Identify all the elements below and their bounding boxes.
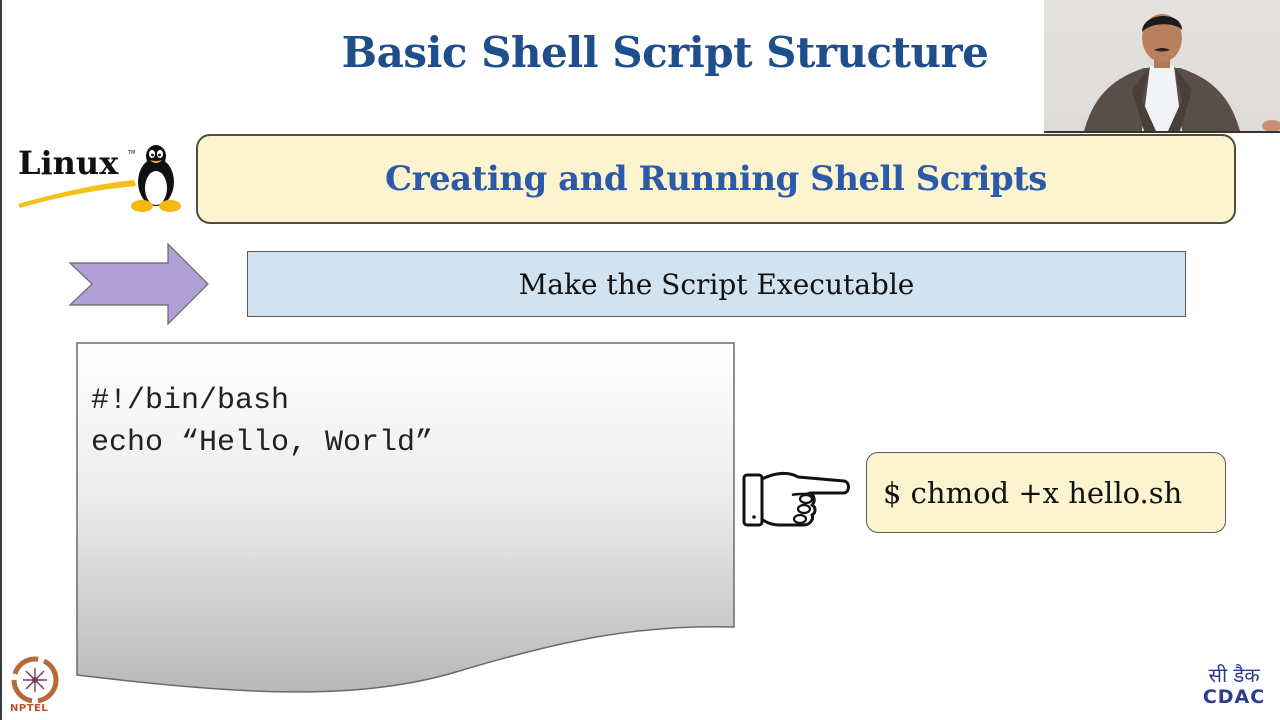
cdac-hindi-text: सी डैक <box>1208 663 1260 687</box>
right-arrow-icon <box>68 242 210 326</box>
svg-text:Linux: Linux <box>18 144 119 182</box>
nptel-label: NPTEL <box>10 703 49 714</box>
script-document-shape <box>76 342 736 694</box>
script-code: #!/bin/bash echo “Hello, World” <box>91 380 433 464</box>
slide-left-border <box>0 0 2 720</box>
code-line-shebang: #!/bin/bash <box>91 384 290 418</box>
presenter-video <box>1044 0 1280 133</box>
section-banner: Creating and Running Shell Scripts <box>196 134 1236 224</box>
code-line-echo: echo “Hello, World” <box>91 426 434 460</box>
section-banner-text: Creating and Running Shell Scripts <box>385 159 1047 199</box>
linux-logo: Linux TM <box>14 140 184 215</box>
tux-penguin-icon <box>131 145 181 212</box>
pointing-hand-icon <box>740 465 852 531</box>
step-label: Make the Script Executable <box>518 267 915 301</box>
step-box: Make the Script Executable <box>247 251 1186 317</box>
command-text: $ chmod +x hello.sh <box>883 475 1183 510</box>
command-box: $ chmod +x hello.sh <box>866 452 1226 533</box>
presenter-figure-icon <box>1084 14 1280 131</box>
cdac-logo: सी डैक CDAC <box>1198 664 1270 716</box>
svg-text:TM: TM <box>127 150 135 156</box>
nptel-logo <box>8 656 62 718</box>
cdac-english-text: CDAC <box>1202 686 1266 708</box>
slide-title: Basic Shell Script Structure <box>341 28 989 77</box>
